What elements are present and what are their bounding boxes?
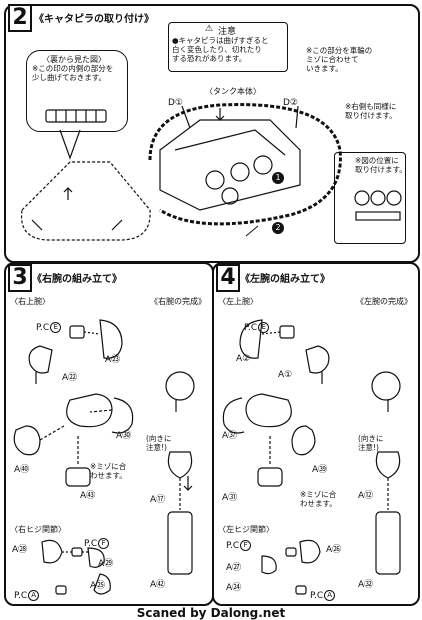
caution-title: 注意	[218, 27, 237, 37]
step4-part-a32: A㉜	[358, 580, 374, 590]
step3-part-a40: A㊵	[14, 465, 30, 475]
step3-part-a30: A㉚	[116, 431, 132, 441]
right-side-note: ※右側も同様に 取り付けます。	[345, 102, 397, 120]
groove-note: ※この部分を車輪の ミゾに合わせて いきます。	[306, 46, 373, 73]
step4-part-a1: A①	[278, 370, 293, 380]
footer-credit: Scaned by Dalong.net	[136, 606, 286, 620]
step3-panel	[4, 262, 214, 606]
view-from-back-note: ※この印の内側の部分を 少し曲げておきます。	[32, 64, 114, 82]
step3-part-a22: A㉒	[62, 373, 78, 383]
step3-part-a29: A㉙	[98, 559, 114, 569]
step3-title: 《右腕の組み立て》	[32, 274, 122, 285]
step4-title: 《左腕の組み立て》	[240, 274, 330, 285]
step4-upper-arm: 〈左上腕〉	[218, 297, 258, 306]
step4-groove-note: ※ミゾに合 わせます。	[300, 490, 337, 508]
step3-part-a42: A㊷	[150, 580, 166, 590]
sequence-1: 1	[272, 172, 284, 184]
step2-title: 《キャタピラの取り付け》	[34, 14, 154, 25]
step4-part-a31: A㉛	[222, 493, 238, 503]
step3-number: 3	[8, 264, 32, 292]
step3-part-a23: A㉓	[105, 355, 121, 365]
step3-groove-note: ※ミゾに合 わせます。	[90, 462, 127, 480]
step4-part-a2: A②	[236, 354, 251, 364]
part-d1-label: D①	[168, 98, 183, 108]
step3-upper-arm: 〈右上腕〉	[10, 297, 50, 306]
step3-direction-note: (向きに 注意!)	[146, 434, 172, 452]
position-note: ※図の位置に 取り付けます。	[355, 156, 407, 174]
step4-number: 4	[216, 264, 240, 292]
sequence-2: 2	[272, 222, 284, 234]
step4-part-a39: A㊴	[312, 465, 328, 475]
view-from-back-label: 〈裏から見た図〉	[42, 55, 106, 64]
step2-number: 2	[8, 4, 32, 32]
step4-elbow-joint: 〈左ヒジ関節〉	[218, 525, 274, 534]
step4-part-a12: A⑫	[358, 491, 374, 501]
step4-part-a37: A㊲	[222, 431, 238, 441]
step4-part-a27: A㉗	[226, 563, 242, 573]
step3-part-a43: A㊸	[80, 491, 96, 501]
step3-complete: 《右腕の完成》	[150, 297, 206, 306]
step4-part-a24: A㉔	[226, 583, 242, 593]
step3-elbow-joint: 〈右ヒジ関節〉	[10, 525, 66, 534]
tank-body-label: 〈タンク本体〉	[205, 87, 261, 96]
step4-complete: 《左腕の完成》	[356, 297, 412, 306]
caution-box	[168, 22, 288, 72]
caution-icon: ⚠	[205, 24, 214, 34]
part-d2-label: D②	[283, 98, 298, 108]
step3-part-a28: A㉘	[12, 545, 28, 555]
step3-part-a25: A㉕	[90, 581, 106, 591]
step4-part-a26: A㉖	[326, 545, 342, 555]
step4-direction-note: (向きに 注意!)	[358, 434, 384, 452]
step4-panel	[212, 262, 420, 606]
step3-part-a17: A⑰	[150, 495, 166, 505]
caution-text: ●キャタピラは曲げすぎると 白く変色したり、切れたり する恐れがあります。	[172, 36, 269, 63]
